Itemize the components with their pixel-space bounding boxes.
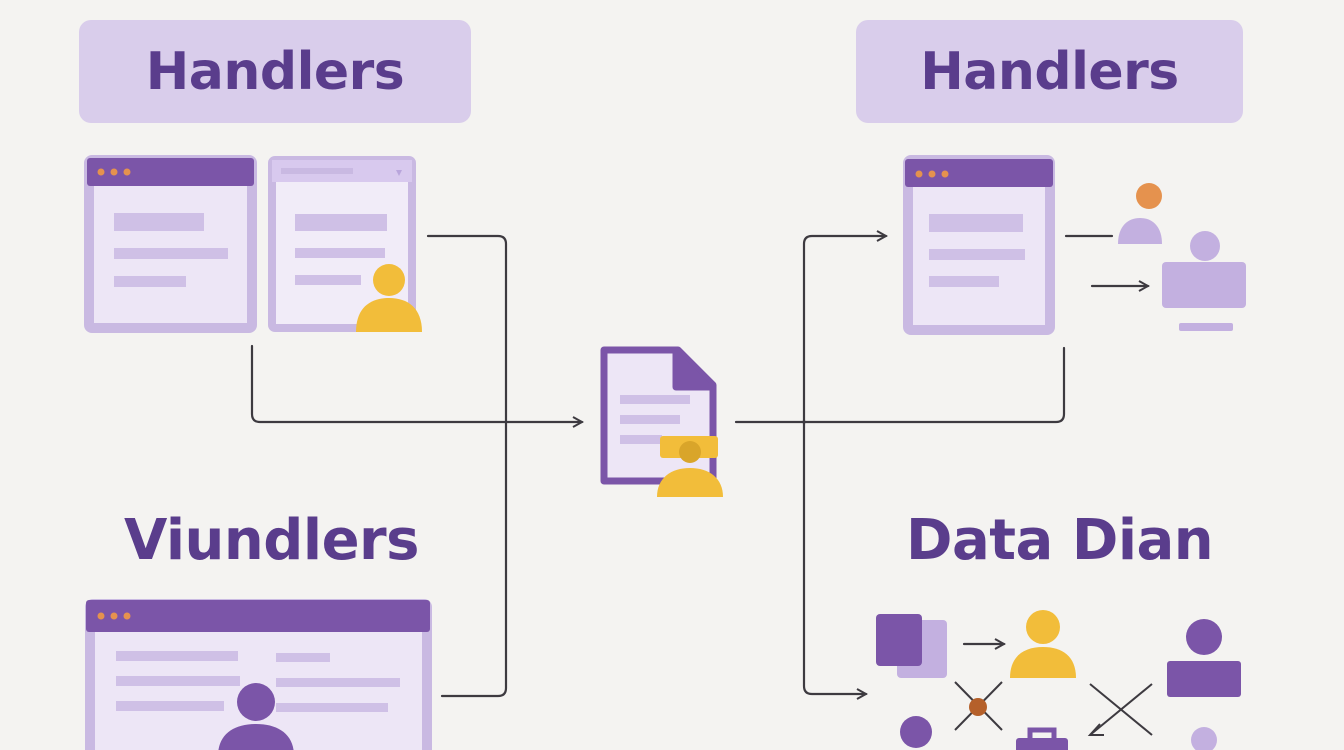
user-icon: [1118, 183, 1162, 244]
connector-lines: [250, 236, 1148, 696]
user-icon: [1010, 610, 1076, 678]
user-icon: [657, 436, 723, 497]
browser-window-icon: [903, 155, 1055, 335]
user-icon: [218, 683, 294, 750]
lock-icon: [1016, 727, 1068, 750]
browser-window-icon: [84, 155, 257, 333]
user-icon: [1190, 231, 1220, 261]
node-icon: [954, 681, 1003, 731]
viundlers-label: Viundlers: [124, 508, 420, 573]
handlers-label-box-right: Handlers: [856, 20, 1243, 123]
user-icon: [900, 716, 1217, 750]
user-icon: [1167, 619, 1241, 697]
handlers-label-left: Handlers: [145, 41, 405, 102]
monitor-icon: [1162, 262, 1246, 331]
cross-connector: [1087, 683, 1153, 736]
handlers-label-right: Handlers: [920, 41, 1179, 102]
data-dian-label: Data Dian: [906, 508, 1214, 573]
document-icon: [600, 346, 717, 485]
browser-window-icon: [85, 599, 432, 750]
user-icon: [356, 264, 422, 332]
handlers-label-box-left: Handlers: [79, 20, 471, 123]
document-icon: [876, 614, 947, 678]
